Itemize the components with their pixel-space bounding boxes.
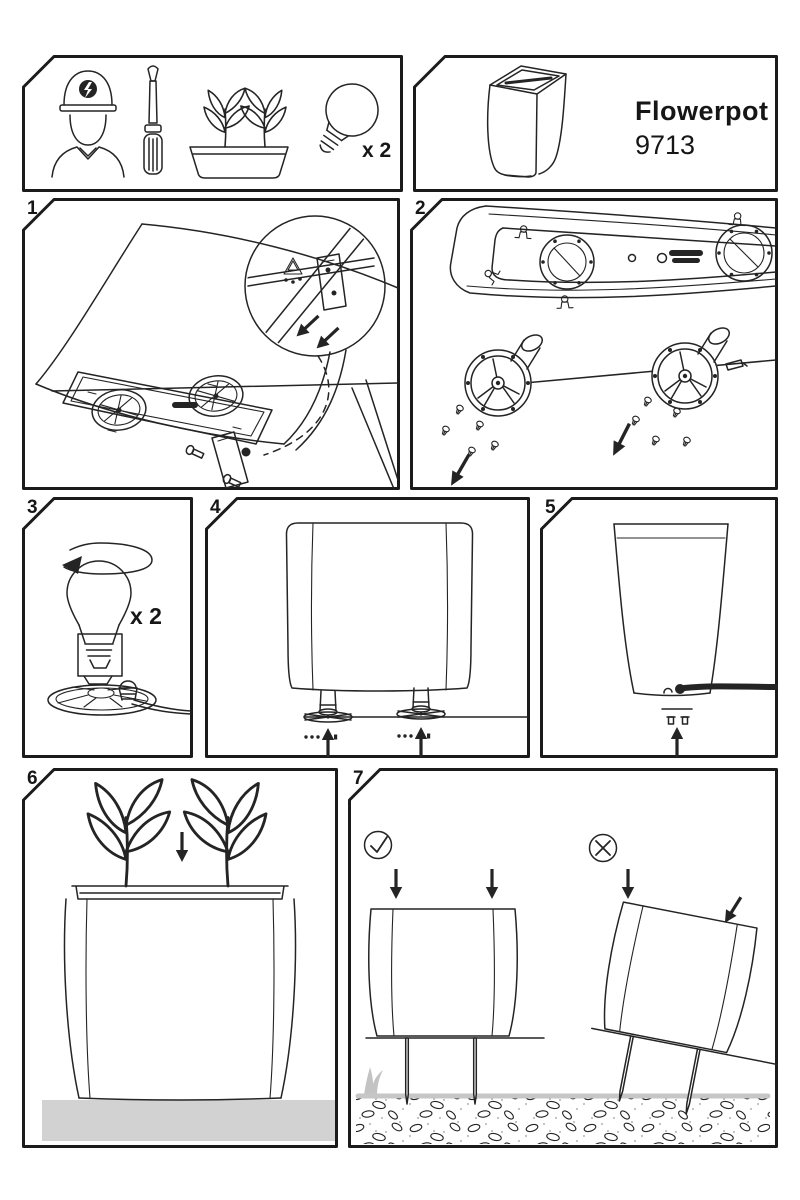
lightbulb-icon: [319, 83, 379, 153]
panel-step-2: 2: [410, 198, 778, 490]
step-number-2: 2: [415, 198, 426, 219]
step6-illustration: [22, 768, 338, 1148]
panel-step-6: 6: [22, 768, 338, 1148]
step-number-6: 6: [27, 768, 38, 789]
panel-product: Flowerpot 9713: [413, 55, 778, 192]
cross-icon: [588, 833, 618, 863]
step7-illustration: [348, 768, 778, 1148]
seedlings-icon: [182, 778, 268, 888]
step-number-1: 1: [27, 198, 38, 219]
soil-ground: [356, 1097, 770, 1144]
arrow-icon: [485, 868, 499, 900]
screwdriver-icon: [143, 65, 163, 175]
cable-gland: [118, 680, 138, 701]
panel-step-1: 1: [22, 198, 400, 490]
check-icon: [363, 830, 393, 860]
step-number-7: 7: [353, 768, 364, 789]
arrow-icon: [321, 727, 335, 758]
pot-incorrect: [591, 901, 778, 1115]
brand-logo: [172, 402, 198, 408]
detail-magnifier-circle: [244, 215, 386, 357]
arrow-icon: [291, 310, 324, 342]
arrow-icon: [175, 831, 189, 863]
arrow-icon: [311, 322, 344, 354]
step1-illustration: [22, 198, 400, 490]
seedlings-icon: [189, 87, 289, 179]
panel-step-7: 7: [348, 768, 778, 1148]
step4-illustration: [205, 497, 530, 758]
product-model: 9713: [635, 130, 696, 160]
grass-tuft: [364, 1067, 383, 1096]
step2-illustration: [410, 198, 778, 490]
step3-illustration: [22, 497, 193, 758]
step-number-5: 5: [545, 497, 556, 518]
flowerpot-icon: [486, 65, 567, 178]
bulb-count-label: x 2: [362, 139, 392, 162]
step-number-4: 4: [210, 497, 221, 518]
product-illustration: [413, 55, 778, 192]
product-name: Flowerpot: [635, 96, 769, 126]
recycle-icon: [283, 257, 303, 284]
floor-surface: [42, 1100, 335, 1141]
arrow-icon: [444, 450, 476, 490]
arrow-icon: [670, 726, 684, 758]
pot-correct: [365, 908, 545, 1105]
panel-step-3: 3 x 2: [22, 497, 193, 758]
arrow-icon: [414, 726, 428, 758]
brand-logo: [656, 250, 703, 264]
worker-icon: [51, 70, 125, 178]
seedlings-icon: [86, 778, 172, 888]
step-number-3: 3: [27, 497, 38, 518]
rotation-arrow-icon: [62, 542, 153, 575]
panel-step-4: 4: [205, 497, 530, 758]
arrow-icon: [621, 868, 635, 900]
tools-illustration: [22, 55, 403, 192]
socket-base: [47, 684, 157, 716]
panel-step-5: 5: [540, 497, 778, 758]
arrow-icon: [606, 420, 636, 460]
bulb-count-label: x 2: [130, 603, 162, 629]
panel-tools: x 2: [22, 55, 403, 192]
step5-illustration: [540, 497, 778, 758]
arrow-icon: [389, 868, 403, 900]
